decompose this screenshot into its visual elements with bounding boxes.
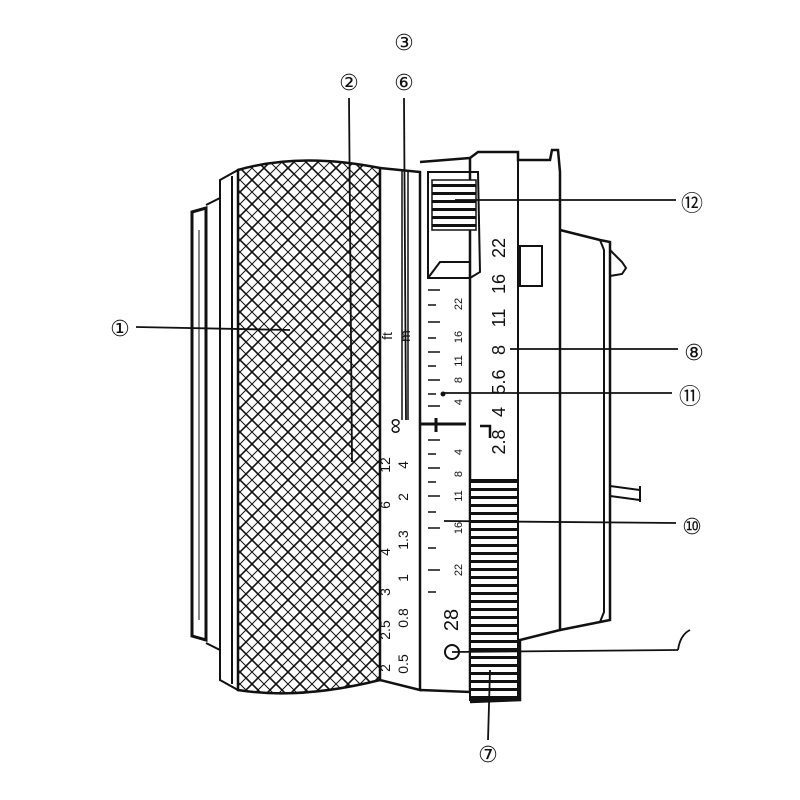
dof-scale: 22 16 11 8 4 4 8 11 16 22 (420, 289, 466, 593)
leader-2 (348, 97, 353, 463)
ft-mark: 2.5 (377, 620, 393, 640)
distance-scale: ft m ∞ 12 6 4 3 2.5 2 4 2 1.3 1 0.8 0.5 (377, 330, 413, 674)
aperture-scale: 22 16 11 8 5.6 4 2.8 (480, 238, 509, 455)
dof-mark: 8 (453, 377, 465, 383)
dof-mark: 4 (453, 449, 465, 455)
dof-mark: 16 (453, 331, 465, 343)
callout-1: ① (110, 317, 130, 342)
callout-3: ③ (394, 31, 414, 56)
callout-10: ⑩ (682, 515, 702, 540)
lever-assembly[interactable] (427, 171, 482, 279)
callout-12: ⑫ (681, 192, 703, 217)
dof-mark: 22 (453, 298, 465, 310)
callout-7: ⑦ (478, 743, 498, 768)
focal-length-label: 28 (441, 609, 463, 631)
aperture-ring[interactable] (469, 148, 562, 704)
callout-8: ⑧ (684, 341, 704, 366)
distance-barrel (379, 166, 422, 692)
leader-7 (487, 669, 491, 741)
dof-mark: 4 (453, 399, 465, 405)
dof-mark: 8 (453, 471, 465, 477)
leader-lines (135, 97, 691, 741)
focus-ring[interactable] (231, 159, 382, 695)
m-mark: 1 (395, 574, 411, 582)
m-mark: 2 (395, 493, 411, 501)
aperture-mark: 16 (489, 274, 509, 294)
callout-6: ⑥ (394, 71, 414, 96)
aperture-index-mark (480, 424, 492, 438)
callout-2: ② (339, 71, 359, 96)
leader-1 (135, 326, 291, 331)
ft-mark: 4 (377, 548, 393, 556)
aperture-mark: 8 (489, 345, 509, 355)
aperture-mark: 4 (489, 407, 509, 417)
m-mark: 1.3 (395, 530, 411, 550)
dof-mark: 22 (453, 564, 465, 576)
leader-6 (403, 97, 407, 421)
unit-ft-label: ft (379, 332, 395, 340)
aperture-mark: 2.8 (489, 429, 509, 454)
leader-10 (443, 520, 677, 524)
dof-mark: 11 (453, 355, 465, 366)
dof-mark: 16 (453, 522, 465, 534)
aperture-mark: 22 (489, 238, 509, 258)
leader-extra-arc (677, 629, 691, 651)
m-mark: 4 (395, 461, 411, 469)
bayonet-mount (559, 228, 641, 632)
infinity-mark: ∞ (382, 418, 407, 434)
aperture-mark: 11 (489, 309, 509, 328)
ft-mark: 3 (377, 588, 393, 596)
m-mark: 0.8 (395, 608, 411, 628)
ft-mark: 12 (377, 457, 393, 473)
aperture-mark: 5.6 (489, 369, 509, 394)
callout-11: ⑪ (679, 385, 701, 410)
m-mark: 0.5 (395, 654, 411, 674)
callouts: ① ② ③ ⑥ ⑦ ⑧ ⑩ ⑪ ⑫ (110, 31, 704, 768)
ft-mark: 6 (377, 501, 393, 509)
leader-28 (451, 649, 679, 653)
dof-ticks (428, 289, 440, 593)
ft-mark: 2 (377, 664, 393, 672)
dof-mark: 11 (453, 490, 465, 501)
